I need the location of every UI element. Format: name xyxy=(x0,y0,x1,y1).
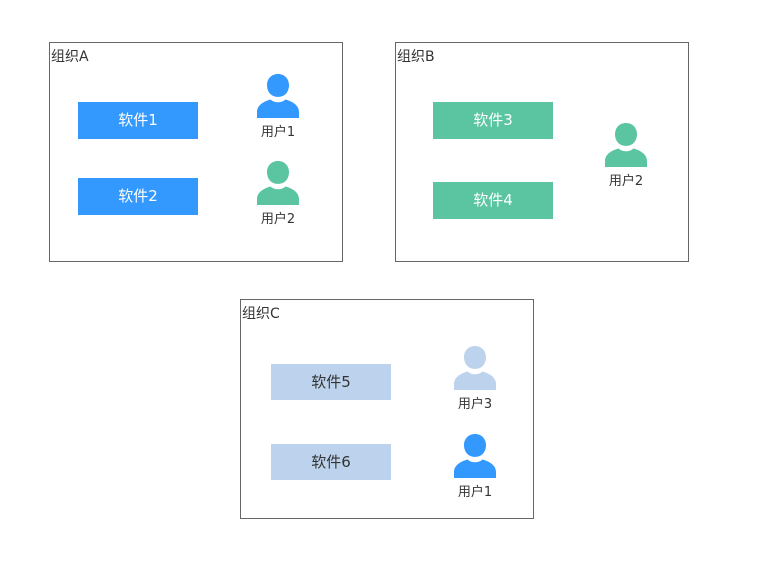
organization-c-title: 组织C xyxy=(242,306,280,322)
software-6-box: 软件6 xyxy=(271,444,391,480)
software-6-label: 软件6 xyxy=(311,453,351,471)
person-icon xyxy=(605,123,647,167)
user-1-label: 用户1 xyxy=(260,125,296,140)
person-icon xyxy=(454,346,496,390)
software-3-box: 软件3 xyxy=(433,102,553,139)
person-icon xyxy=(454,434,496,478)
organization-c-box: 组织C 软件5 软件6 用户3 用户1 xyxy=(240,299,534,519)
software-5-box: 软件5 xyxy=(271,364,391,400)
software-1-label: 软件1 xyxy=(118,111,158,129)
user-2-figure: 用户2 xyxy=(248,159,308,228)
software-1-box: 软件1 xyxy=(78,102,198,139)
person-icon xyxy=(257,161,299,205)
person-icon xyxy=(257,74,299,118)
organization-b-title: 组织B xyxy=(397,49,435,65)
organization-a-title: 组织A xyxy=(51,49,89,65)
user-1-figure: 用户1 xyxy=(248,72,308,141)
software-4-box: 软件4 xyxy=(433,182,553,219)
software-3-label: 软件3 xyxy=(473,111,513,129)
organization-a-box: 组织A 软件1 软件2 用户1 用户2 xyxy=(49,42,343,262)
user-2-figure: 用户2 xyxy=(596,121,656,190)
software-4-label: 软件4 xyxy=(473,191,513,209)
user-3-figure: 用户3 xyxy=(445,344,505,413)
organization-b-box: 组织B 软件3 软件4 用户2 xyxy=(395,42,689,262)
user-1-label: 用户1 xyxy=(457,485,493,500)
software-2-label: 软件2 xyxy=(118,187,158,205)
software-2-box: 软件2 xyxy=(78,178,198,215)
software-5-label: 软件5 xyxy=(311,373,351,391)
user-2-label: 用户2 xyxy=(260,212,296,227)
user-3-label: 用户3 xyxy=(457,397,493,412)
user-1-figure: 用户1 xyxy=(445,432,505,501)
user-2-label: 用户2 xyxy=(608,174,644,189)
